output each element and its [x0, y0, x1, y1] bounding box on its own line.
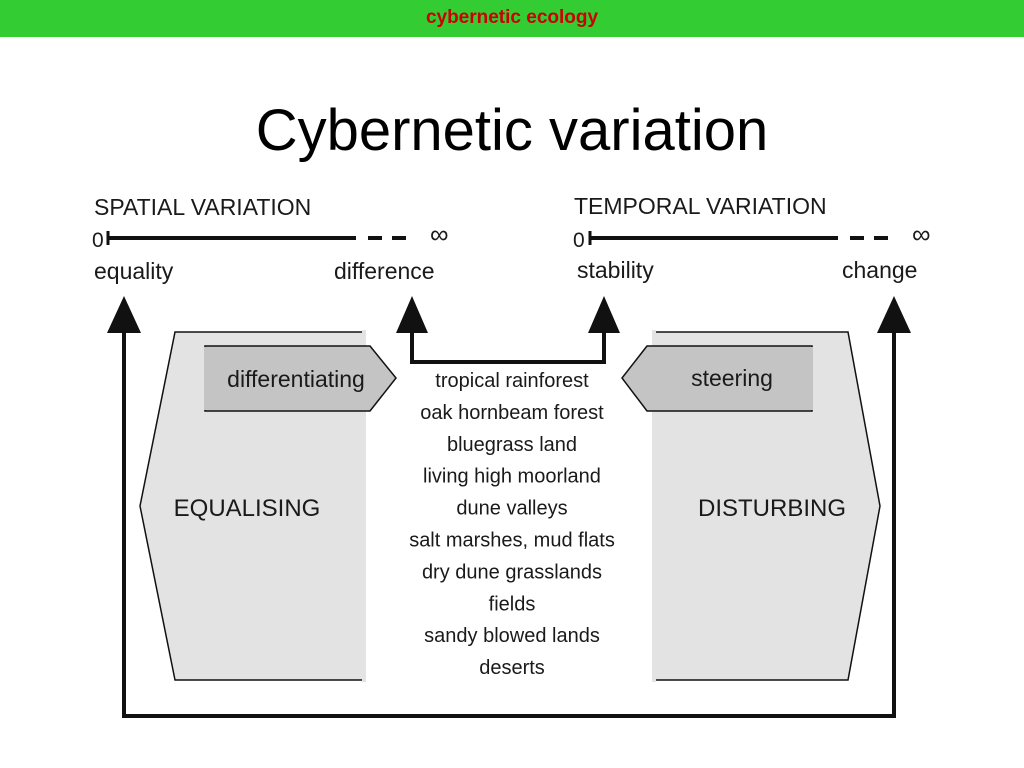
steering-process-arrow	[621, 345, 813, 412]
spatial-zero-label: 0	[92, 229, 104, 252]
ecosystem-item: dry dune grasslands	[422, 561, 602, 583]
equalising-label: EQUALISING	[174, 495, 321, 522]
equalising-block-right-edge-cover	[362, 330, 366, 682]
temporal-change-label: change	[842, 257, 917, 283]
temporal-variation-heading: TEMPORAL VARIATION	[574, 193, 827, 219]
ecosystem-list: tropical rainforest oak hornbeam forest bl…	[409, 370, 615, 679]
disturbing-block-left-edge-cover	[652, 330, 656, 682]
ecosystem-item: living high moorland	[423, 466, 601, 488]
outer-feedback-loop	[122, 330, 896, 718]
ecosystem-item: tropical rainforest	[435, 370, 589, 392]
ecosystem-item: bluegrass land	[447, 434, 577, 456]
ecosystem-item: salt marshes, mud flats	[409, 530, 615, 552]
change-arrowhead	[877, 296, 911, 333]
spatial-equality-label: equality	[94, 258, 174, 284]
temporal-infinity-label: ∞	[912, 219, 931, 249]
equalising-block	[139, 331, 365, 681]
equality-arrowhead	[107, 296, 141, 333]
stability-arrowhead	[588, 296, 620, 333]
temporal-stability-label: stability	[577, 257, 654, 283]
ecosystem-item: deserts	[479, 657, 545, 679]
header-label: cybernetic ecology	[425, 6, 599, 28]
difference-arrowhead	[396, 296, 428, 333]
ecosystem-item: dune valleys	[456, 498, 567, 520]
spatial-variation-heading: SPATIAL VARIATION	[94, 194, 311, 220]
ecosystem-item: fields	[489, 593, 536, 615]
center-feedback-connector	[410, 330, 606, 364]
temporal-zero-label: 0	[573, 229, 585, 252]
spatial-infinity-label: ∞	[430, 219, 449, 249]
disturbing-label: DISTURBING	[698, 495, 846, 522]
differentiating-label: differentiating	[227, 366, 365, 392]
header-bar: cybernetic ecology	[0, 0, 1024, 37]
slide-title: Cybernetic variation	[255, 98, 769, 163]
spatial-difference-label: difference	[334, 258, 435, 284]
ecosystem-item: sandy blowed lands	[424, 625, 600, 647]
steering-label: steering	[691, 365, 773, 391]
ecosystem-item: oak hornbeam forest	[420, 402, 604, 424]
